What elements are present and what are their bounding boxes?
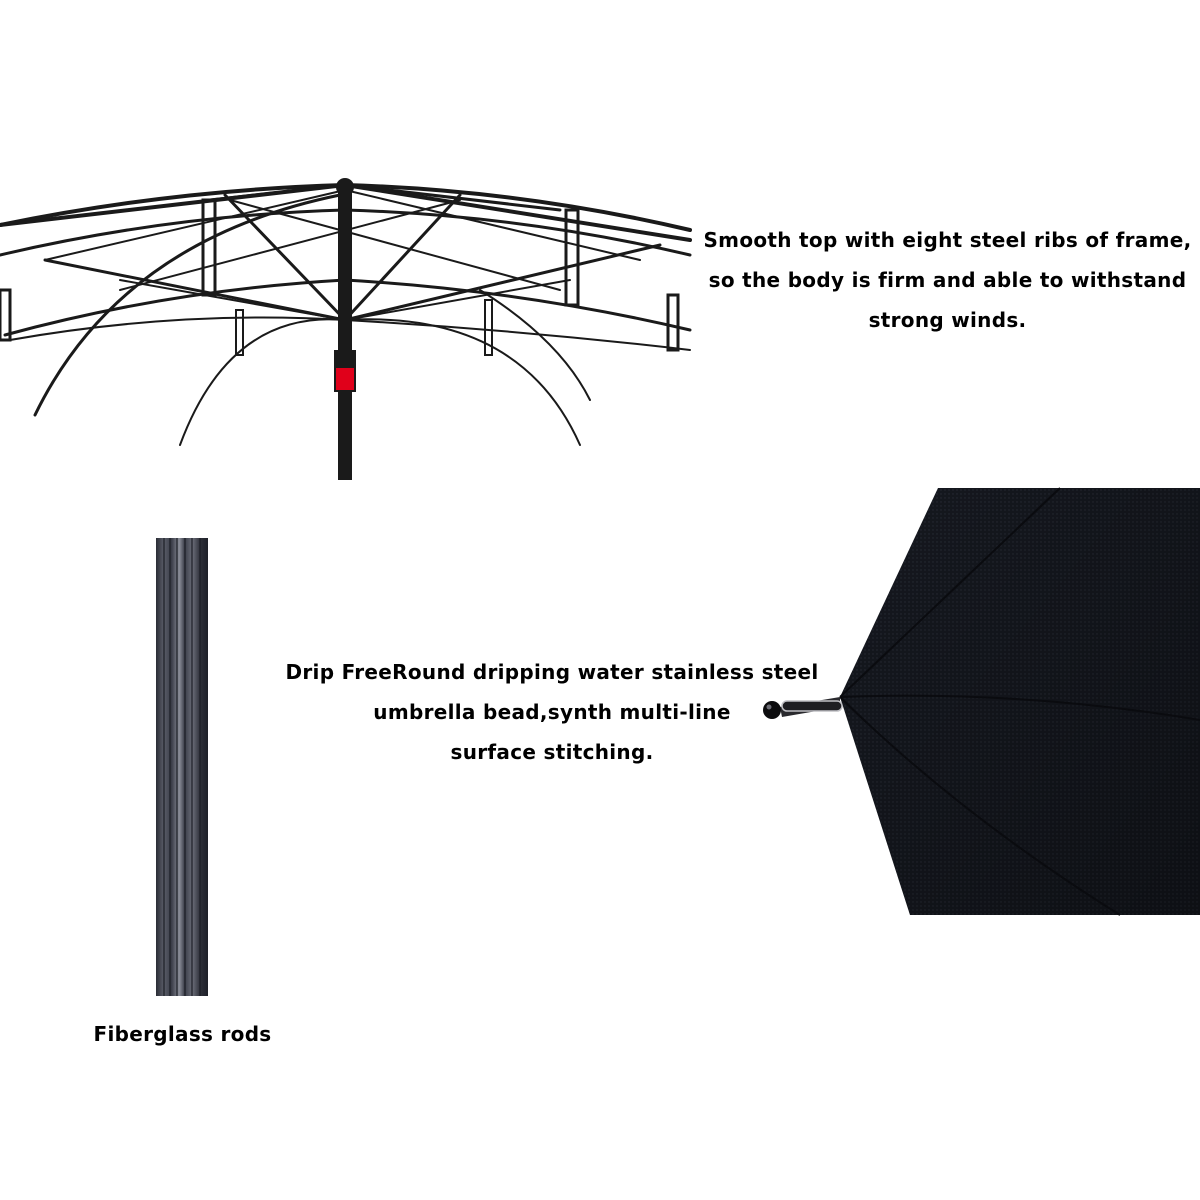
frame-caption-line-3: strong winds. [868, 308, 1027, 332]
rods-caption: Fiberglass rods [60, 1014, 305, 1054]
umbrella-canopy-tip-illustration [763, 487, 1200, 916]
fiberglass-rod-illustration [156, 538, 208, 996]
rods-caption-label: Fiberglass rods [93, 1022, 272, 1046]
tip-caption: Drip FreeRound dripping water stainless … [282, 652, 822, 772]
frame-caption-line-2: so the body is firm and able to withstan… [708, 268, 1187, 292]
frame-caption: Smooth top with eight steel ribs of fram… [700, 220, 1195, 340]
tip-caption-line-2: umbrella bead,synth multi-line [373, 700, 731, 724]
umbrella-frame-illustration [0, 178, 692, 480]
tip-caption-line-3: surface stitching. [450, 740, 654, 764]
tip-caption-line-1: Drip FreeRound dripping water stainless … [285, 660, 819, 684]
frame-caption-line-1: Smooth top with eight steel ribs of fram… [703, 228, 1192, 252]
